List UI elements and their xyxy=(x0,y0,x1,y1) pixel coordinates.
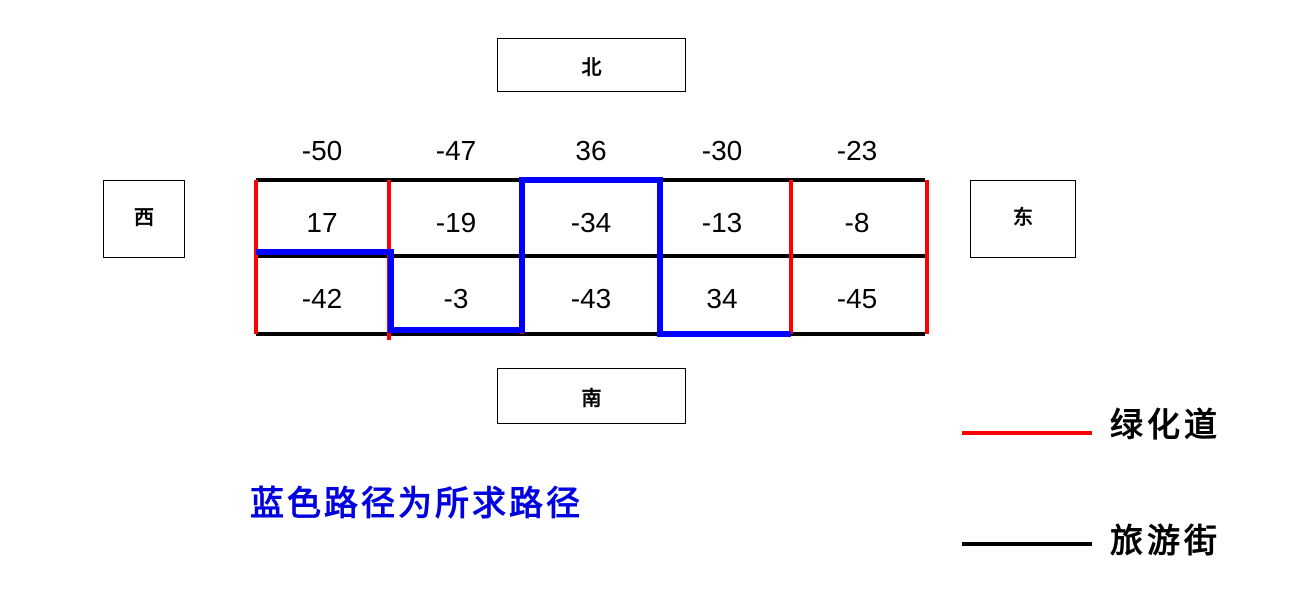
top-number: -47 xyxy=(436,135,476,166)
grid-cell: -43 xyxy=(571,283,611,314)
east-label: 东 xyxy=(1013,205,1033,229)
top-number: -50 xyxy=(302,135,342,166)
grid-cell: -3 xyxy=(444,283,469,314)
grid-cell: 17 xyxy=(306,207,337,238)
grid-cell: 34 xyxy=(706,283,737,314)
south-label: 南 xyxy=(581,385,602,410)
grid-cell: -13 xyxy=(702,207,742,238)
grid-cell: -19 xyxy=(436,207,476,238)
grid-cell: -8 xyxy=(845,207,870,238)
west-label: 西 xyxy=(134,205,154,229)
legend-green-road-label: 绿化道 xyxy=(1110,405,1221,444)
top-number: 36 xyxy=(575,135,606,166)
green-roads xyxy=(254,180,929,340)
top-number: -30 xyxy=(702,135,742,166)
north-box: 北 xyxy=(497,38,686,92)
path-note: 蓝色路径为所求路径 xyxy=(250,484,583,524)
east-box: 东 xyxy=(970,180,1076,258)
grid-cell: -34 xyxy=(571,207,611,238)
south-box: 南 xyxy=(497,368,686,424)
legend-tourist-street-label: 旅游街 xyxy=(1110,521,1221,560)
solution-path xyxy=(256,177,791,337)
west-box: 西 xyxy=(103,180,185,258)
top-number: -23 xyxy=(837,135,877,166)
grid-cell: -45 xyxy=(837,283,877,314)
north-label: 北 xyxy=(581,54,602,79)
grid-cell: -42 xyxy=(302,283,342,314)
